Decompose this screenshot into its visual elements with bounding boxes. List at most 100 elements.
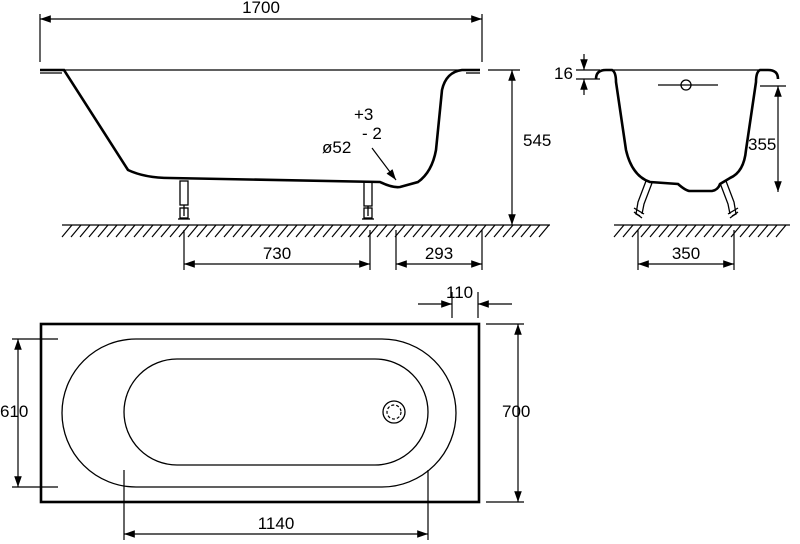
- floor-hatch-stroke: [331, 224, 343, 238]
- floor-hatch-stroke: [622, 224, 634, 238]
- floor-hatch-stroke: [196, 224, 208, 238]
- dim-label-545: 545: [523, 131, 551, 150]
- floor-hatch-stroke: [277, 224, 289, 238]
- floor-hatch-stroke: [511, 224, 523, 238]
- dimension-inner-width: 610: [0, 338, 58, 488]
- floor-hatch-stroke: [88, 224, 100, 238]
- floor-hatch-stroke: [79, 224, 91, 238]
- dimension-overall-length: 1700: [39, 0, 483, 62]
- floor-hatch-stroke: [169, 224, 181, 238]
- dim-label-730: 730: [263, 244, 291, 263]
- floor-hatch-stroke: [649, 224, 661, 238]
- floor-hatch-stroke: [205, 224, 217, 238]
- floor-hatch-stroke: [241, 224, 253, 238]
- floor-hatching: [61, 224, 790, 238]
- floor-hatch-stroke: [151, 224, 163, 238]
- dimension-rim-offset: 110: [418, 283, 512, 318]
- drain-tolerance-plus: +3: [354, 105, 373, 124]
- end-legs: [633, 180, 739, 219]
- floor-hatch-stroke: [313, 224, 325, 238]
- floor-hatch-stroke: [349, 224, 361, 238]
- floor-hatch-stroke: [631, 224, 643, 238]
- floor-hatch-stroke: [187, 224, 199, 238]
- dimension-overall-width: 700: [486, 323, 530, 503]
- drain-annotation: +3 - 2 ø52: [322, 105, 397, 181]
- side-view: 1700 545 +3 - 2 ø52 730 293: [39, 0, 790, 270]
- floor-hatch-stroke: [721, 224, 733, 238]
- floor-hatch-stroke: [538, 224, 550, 238]
- floor-hatch-stroke: [430, 224, 442, 238]
- floor-hatch-stroke: [340, 224, 352, 238]
- floor-hatch-stroke: [412, 224, 424, 238]
- dimension-overall-height: 545: [488, 69, 551, 225]
- drain-tolerance-minus: - 2: [362, 124, 382, 143]
- floor-hatch-stroke: [748, 224, 760, 238]
- floor-hatch-stroke: [304, 224, 316, 238]
- floor-hatch-stroke: [667, 224, 679, 238]
- floor-hatch-stroke: [658, 224, 670, 238]
- floor-hatch-stroke: [133, 224, 145, 238]
- floor-hatch-stroke: [703, 224, 715, 238]
- tub-side-profile: [40, 68, 480, 189]
- floor-hatch-stroke: [61, 224, 73, 238]
- floor-hatch-stroke: [757, 224, 769, 238]
- drain-icon: [382, 400, 406, 424]
- floor-hatch-stroke: [493, 224, 505, 238]
- floor-hatch-stroke: [676, 224, 688, 238]
- floor-hatch-stroke: [403, 224, 415, 238]
- floor-hatch-stroke: [466, 224, 478, 238]
- floor-hatch-stroke: [124, 224, 136, 238]
- floor-hatch-stroke: [376, 224, 388, 238]
- dimension-drain-offset: 293: [395, 230, 483, 270]
- floor-hatch-stroke: [286, 224, 298, 238]
- floor-hatch-stroke: [739, 224, 751, 238]
- floor-hatch-stroke: [694, 224, 706, 238]
- floor-hatch-stroke: [358, 224, 370, 238]
- tub-inner-edge: [61, 338, 457, 488]
- dimension-inner-length: 1140: [123, 470, 429, 540]
- dim-label-1140: 1140: [258, 514, 295, 533]
- floor-hatch-stroke: [730, 224, 742, 238]
- leg-front: [178, 180, 190, 220]
- plan-view: 110 700 610 1140: [0, 283, 530, 540]
- floor-hatch-stroke: [475, 224, 487, 238]
- floor-hatch-stroke: [232, 224, 244, 238]
- floor-hatch-stroke: [259, 224, 271, 238]
- dim-label-355: 355: [748, 135, 776, 154]
- dimension-rim-thickness: 16: [554, 54, 600, 95]
- dimension-leg-spacing: 730: [183, 230, 371, 270]
- dim-label-293: 293: [425, 244, 453, 263]
- floor-hatch-stroke: [295, 224, 307, 238]
- floor-hatch-stroke: [106, 224, 118, 238]
- floor-hatch-stroke: [439, 224, 451, 238]
- dimension-end-leg-spacing: 350: [637, 230, 735, 270]
- floor-hatch-stroke: [115, 224, 127, 238]
- tub-outer-rim: [39, 322, 481, 504]
- floor-hatch-stroke: [223, 224, 235, 238]
- floor-hatch-stroke: [775, 224, 787, 238]
- dim-label-16: 16: [554, 64, 573, 83]
- dim-label-610: 610: [0, 402, 28, 421]
- floor-hatch-stroke: [502, 224, 514, 238]
- floor-hatch-stroke: [529, 224, 541, 238]
- floor-hatch-stroke: [97, 224, 109, 238]
- floor-hatch-stroke: [484, 224, 496, 238]
- dim-label-350: 350: [672, 244, 700, 263]
- floor-hatch-stroke: [268, 224, 280, 238]
- leg-rear: [362, 181, 374, 220]
- floor-hatch-stroke: [70, 224, 82, 238]
- tub-bottom: [123, 358, 429, 466]
- end-view: 16 355 350: [554, 54, 787, 270]
- floor-hatch-stroke: [640, 224, 652, 238]
- floor-hatch-stroke: [685, 224, 697, 238]
- tub-end-profile: [594, 68, 780, 193]
- floor-hatch-stroke: [160, 224, 172, 238]
- floor-hatch-stroke: [214, 224, 226, 238]
- floor-hatch-stroke: [766, 224, 778, 238]
- dim-label-700: 700: [502, 402, 530, 421]
- overflow-icon: [680, 79, 692, 91]
- dim-label-110: 110: [446, 283, 473, 302]
- drain-diameter: ø52: [322, 138, 351, 157]
- floor-hatch-stroke: [250, 224, 262, 238]
